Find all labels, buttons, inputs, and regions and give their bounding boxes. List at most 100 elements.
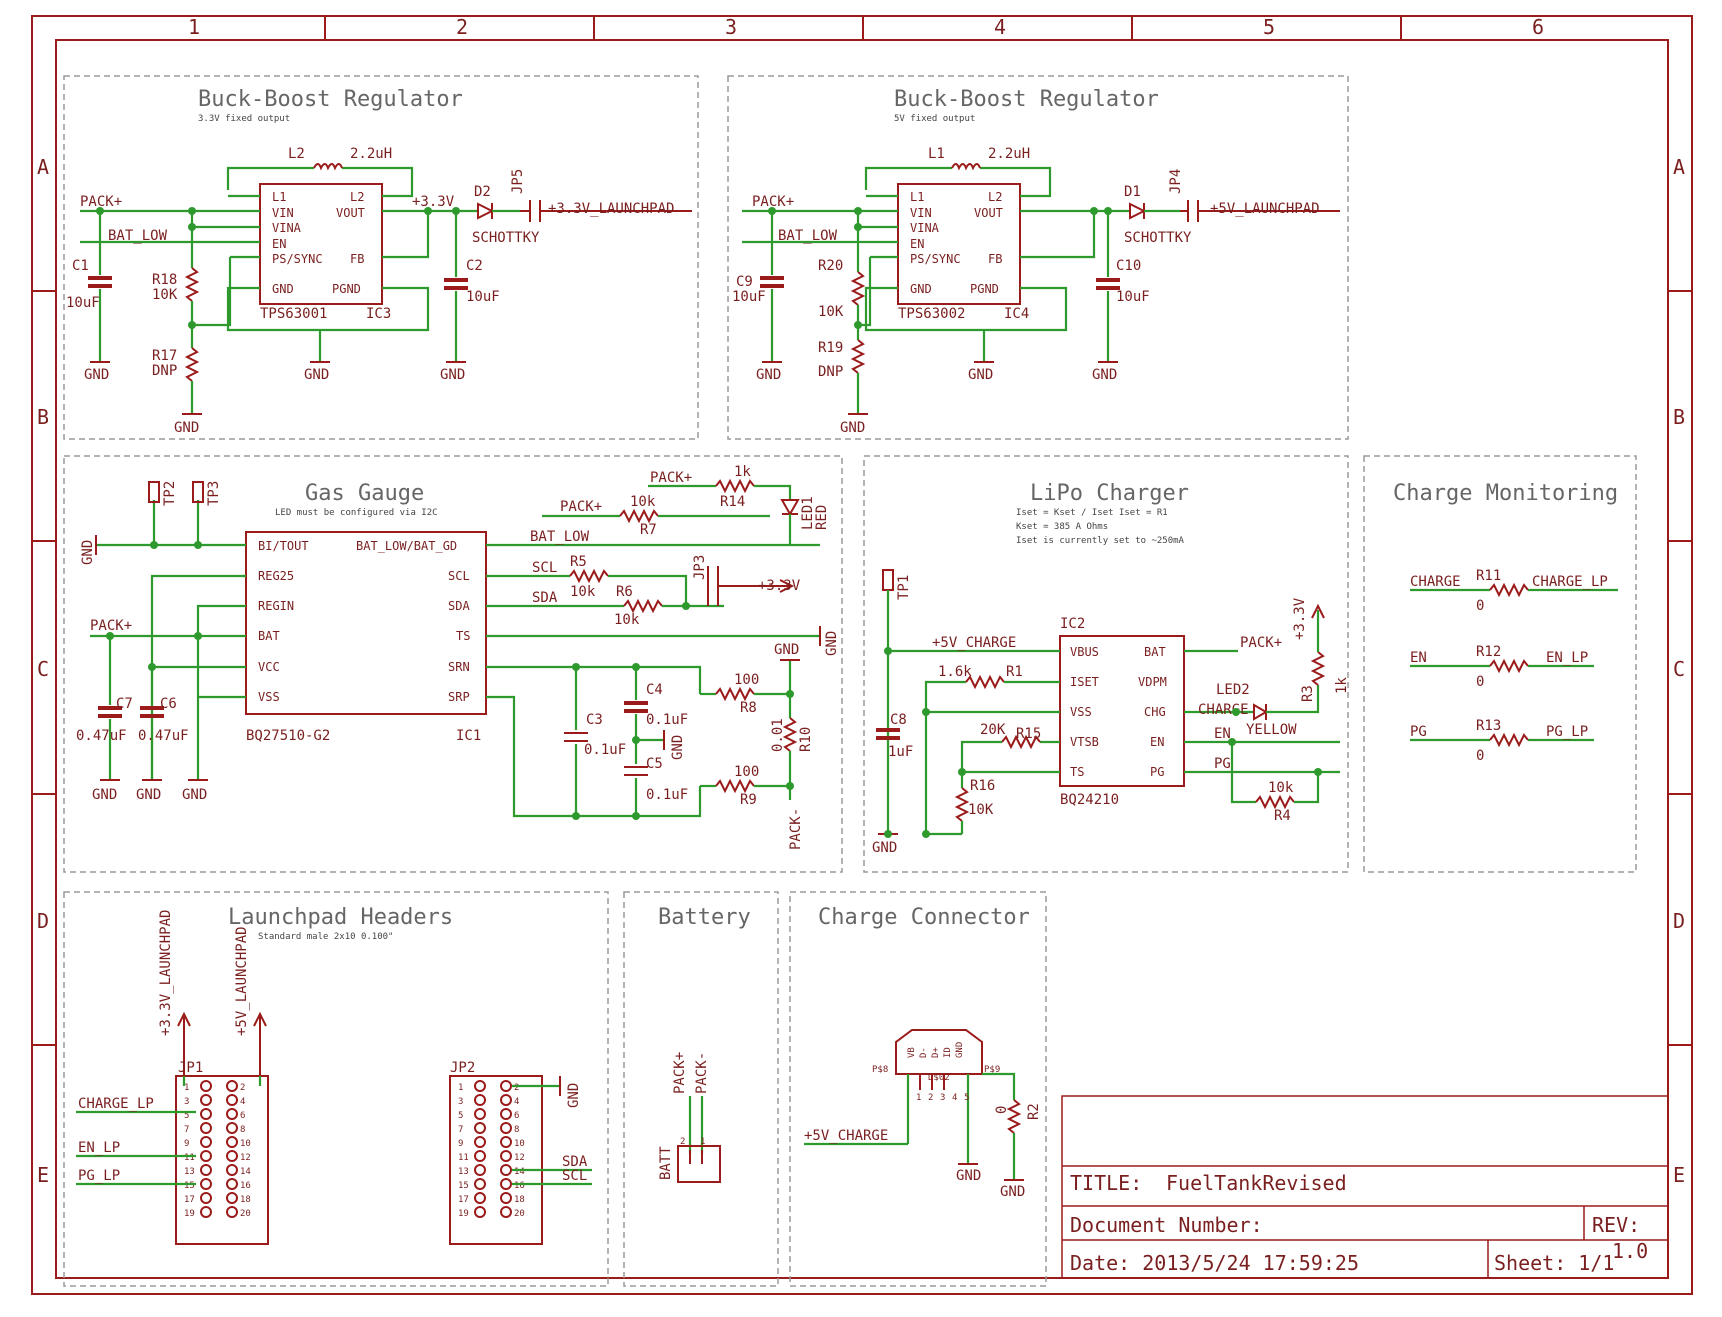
tp3-ref: TP3 — [206, 481, 222, 506]
r13-ref: R13 — [1476, 718, 1501, 734]
usb-net-5v-charge: +5V_CHARGE — [804, 1128, 888, 1144]
jp2-pin-18 — [500, 1192, 512, 1204]
section-title-gas-gauge: Gas Gauge — [305, 481, 424, 506]
charge-monitoring-circuit: CHARGE R11 0 CHARGE_LP EN R12 0 EN_LP PG… — [1410, 568, 1618, 764]
section-title-charge-connector: Charge Connector — [818, 905, 1030, 930]
col-label-1: 1 — [188, 15, 200, 39]
buck1-net-33v: +3.3V — [412, 194, 455, 210]
jp1-pinnum-14: 14 — [240, 1167, 251, 1177]
jp1-pin-6 — [226, 1108, 238, 1120]
c7-gnd: GND — [92, 787, 117, 803]
jp1-pin-13 — [200, 1164, 212, 1176]
ic4-pin-en: EN — [910, 237, 924, 251]
jp1-pin-1 — [200, 1080, 212, 1092]
lipo-gnd: GND — [872, 840, 897, 856]
ic4-body — [897, 183, 1021, 305]
jp2-pinnum-1: 1 — [458, 1083, 463, 1093]
ic1-pin-vcc: VCC — [258, 660, 280, 674]
ic4-part-number: TPS63002 — [898, 306, 965, 322]
jp2-pin-17 — [474, 1192, 486, 1204]
chmon-pg-right: PG_LP — [1546, 724, 1588, 740]
lp-pg-lp: PG_LP — [78, 1168, 120, 1184]
jp1-pinnum-3: 3 — [184, 1097, 189, 1107]
usb-ref: D$02 — [928, 1073, 950, 1083]
jp1-pin-17 — [200, 1192, 212, 1204]
jp1-body — [175, 1075, 269, 1245]
jp2-pinnum-7: 7 — [458, 1125, 463, 1135]
usb-pnum-2: 2 — [928, 1093, 933, 1103]
usb-pnum-5: 5 — [964, 1093, 969, 1103]
ic2-pin-vdpm: VDPM — [1138, 675, 1167, 689]
battery-connector: PACK+ PACK- 2 1 BATT — [658, 1052, 721, 1183]
chmon-charge-left: CHARGE — [1410, 574, 1461, 590]
c2-gnd: GND — [440, 367, 465, 383]
jp2-pin-6 — [500, 1108, 512, 1120]
ic2-pin-iset: ISET — [1070, 675, 1099, 689]
jp2-pin-14 — [500, 1164, 512, 1176]
jp2-pinnum-15: 15 — [458, 1181, 469, 1191]
batt-body — [677, 1145, 721, 1183]
jp2-pin-3 — [474, 1094, 486, 1106]
jp2-pin-2 — [500, 1080, 512, 1092]
jp1-pin-11 — [200, 1150, 212, 1162]
c7-value: 0.47uF — [76, 728, 127, 744]
batt-pack-minus: PACK- — [694, 1052, 710, 1094]
title-label: TITLE: — [1070, 1171, 1142, 1195]
r12-value: 0 — [1476, 674, 1484, 690]
c3-ref: C3 — [586, 712, 603, 728]
ic4-pin-l1: L1 — [910, 190, 924, 204]
jp1-pinnum-10: 10 — [240, 1139, 251, 1149]
jp1-pin-14 — [226, 1164, 238, 1176]
jp3-ref: JP3 — [692, 555, 708, 580]
jp2-pin-4 — [500, 1094, 512, 1106]
ic3-ref: IC3 — [366, 306, 391, 322]
jp2-ref: JP2 — [450, 1060, 475, 1076]
rev-value: 1.0 — [1612, 1239, 1648, 1263]
c10-value: 10uF — [1116, 289, 1150, 305]
jp2-pinnum-6: 6 — [514, 1111, 519, 1121]
chmon-en-left: EN — [1410, 650, 1427, 666]
buck2-circuit: L1 VIN VINA EN PS/SYNC GND L2 VOUT FB PG… — [732, 146, 1340, 436]
jp2-gnd: GND — [566, 1083, 582, 1108]
ic4-pin-vina: VINA — [910, 221, 940, 235]
r20-ref: R20 — [818, 258, 843, 274]
ic1-pin-reg25: REG25 — [258, 569, 294, 583]
lipo-net-pack-plus: PACK+ — [1240, 635, 1282, 651]
jp1-pinnum-13: 13 — [184, 1167, 195, 1177]
chmon-en-right: EN_LP — [1546, 650, 1588, 666]
led2-ref: LED2 — [1216, 682, 1250, 698]
c9-value: 10uF — [732, 289, 766, 305]
jp1-pin-5 — [200, 1108, 212, 1120]
jp1-pinnum-19: 19 — [184, 1209, 195, 1219]
r5-value: 10k — [570, 584, 596, 600]
usb-ps9: P$9 — [984, 1065, 1000, 1075]
r2-value: 0 — [994, 1106, 1010, 1114]
r12-ref: R12 — [1476, 644, 1501, 660]
ic2-part-number: BQ24210 — [1060, 792, 1119, 808]
c2-value: 10uF — [466, 289, 500, 305]
ic4-pin-pgnd: PGND — [970, 282, 999, 296]
r19-gnd: GND — [840, 420, 865, 436]
lipo-net-pg: PG — [1214, 756, 1231, 772]
jp1-pinnum-4: 4 — [240, 1097, 245, 1107]
section-box-charge-connector — [789, 891, 1047, 1287]
usb-pnum-1: 1 — [916, 1093, 921, 1103]
lipo-net-5v-charge: +5V_CHARGE — [932, 635, 1016, 651]
r17-ref: R17 — [152, 348, 177, 364]
r19-value: DNP — [818, 364, 843, 380]
d2-ref: D2 — [474, 184, 491, 200]
jp2-body — [449, 1075, 543, 1245]
lipo-net-33v: +3.3V — [1292, 597, 1308, 640]
section-sub-lipo-2: Kset = 385 A Ohms — [1016, 522, 1108, 532]
document-number-label: Document Number: — [1070, 1213, 1263, 1237]
ic4-pin-gnd: GND — [910, 282, 932, 296]
col-label-2: 2 — [456, 15, 468, 39]
chmon-row-pg: PG R13 0 PG_LP — [1410, 718, 1594, 764]
jp3-net-33v: +3.3V — [758, 578, 801, 594]
jp2-pinnum-20: 20 — [514, 1209, 525, 1219]
r2-gnd: GND — [1000, 1184, 1025, 1200]
col-label-4: 4 — [994, 15, 1006, 39]
r3-ref: R3 — [1300, 685, 1316, 702]
usb-ps8: P$8 — [872, 1065, 888, 1075]
r7-net-pack-plus: PACK+ — [560, 499, 602, 515]
